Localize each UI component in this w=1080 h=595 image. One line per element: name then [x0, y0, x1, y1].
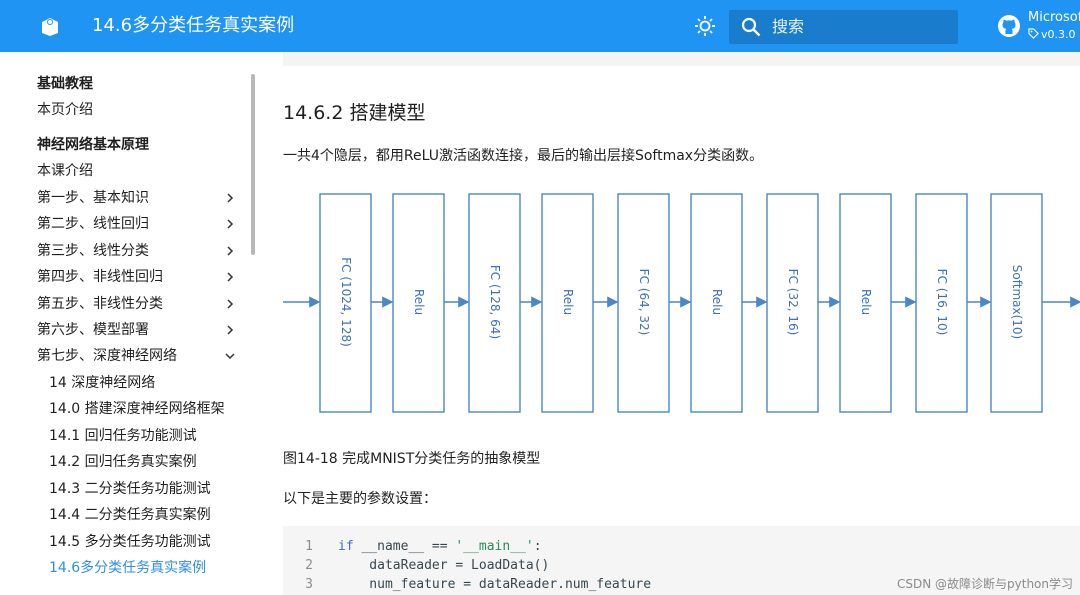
sidebar-item-step2[interactable]: 第二步、线性回归 — [37, 216, 149, 232]
diagram-block-box — [839, 193, 892, 413]
sidebar-subitem-14-3[interactable]: 14.3 二分类任务功能测试 — [49, 481, 211, 497]
code-token: '__main__' — [455, 539, 534, 554]
figure-caption: 图14-18 完成MNIST分类任务的抽象模型 — [283, 451, 541, 467]
repo-name[interactable]: Microsof — [1028, 10, 1080, 25]
sidebar-subitem-14-6-active[interactable]: 14.6多分类任务真实案例 — [49, 560, 207, 576]
sidebar-nav: 基础教程 本页介绍 神经网络基本原理 本课介绍 第一步、基本知识 第二步、线性回… — [0, 52, 270, 595]
repo-version-label: v0.3.0 — [1041, 28, 1076, 41]
diagram-block-label: FC (32, 16) — [786, 269, 800, 336]
sidebar-item-step3[interactable]: 第三步、线性分类 — [37, 243, 149, 259]
chevron-right-icon[interactable] — [225, 325, 235, 335]
code-token: num_feature = dataReader.num_feature — [338, 577, 652, 592]
watermark: CSDN @故障诊断与python学习 — [897, 577, 1074, 591]
code-line: if __name__ == '__main__': — [338, 539, 542, 555]
tag-icon — [1028, 28, 1039, 39]
search-icon — [741, 17, 761, 37]
search-placeholder[interactable]: 搜索 — [772, 17, 805, 36]
diagram-block-6: Relu — [690, 193, 743, 413]
diagram-block-box — [541, 193, 594, 413]
diagram-block-3: FC (128, 64) — [468, 193, 521, 413]
sidebar-item-page-intro[interactable]: 本页介绍 — [37, 102, 93, 118]
diagram-block-8: Relu — [839, 193, 892, 413]
chevron-right-icon[interactable] — [225, 272, 235, 282]
intro-paragraph: 一共4个隐层，都用ReLU激活函数连接，最后的输出层接Softmax分类函数。 — [283, 148, 764, 164]
chevron-right-icon[interactable] — [225, 299, 235, 309]
code-line-number: 2 — [305, 558, 313, 573]
code-block[interactable]: 1 if __name__ == '__main__': 2 dataReader … — [283, 526, 1080, 595]
diagram-block-5: FC (64, 32) — [617, 193, 670, 413]
sidebar-item-course-intro[interactable]: 本课介绍 — [37, 163, 93, 179]
page-title: 14.6多分类任务真实案例 — [92, 15, 295, 36]
diagram-block-box — [690, 193, 743, 413]
diagram-block-label: Relu — [561, 289, 575, 315]
diagram-block-label: FC (64, 32) — [637, 269, 651, 336]
chevron-right-icon[interactable] — [225, 219, 235, 229]
chevron-right-icon[interactable] — [225, 193, 235, 203]
diagram-block-2: Relu — [392, 193, 445, 413]
diagram-block-label: Relu — [859, 289, 873, 315]
diagram-block-box — [319, 193, 372, 413]
sidebar-item-step4[interactable]: 第四步、非线性回归 — [37, 269, 163, 285]
sidebar-subitem-14[interactable]: 14 深度神经网络 — [49, 375, 156, 391]
github-icon[interactable] — [997, 14, 1021, 38]
search-box[interactable]: 搜索 — [729, 10, 958, 44]
repo-version: v0.3.0 — [1028, 28, 1076, 42]
model-architecture-diagram: FC (1024, 128) Relu FC (128, 64) Relu FC (64… — [283, 193, 1080, 413]
sidebar-subitem-14-0[interactable]: 14.0 搭建深度神经网络框架 — [49, 401, 225, 417]
diagram-block-label: Relu — [412, 289, 426, 315]
code-line-number: 1 — [305, 539, 313, 554]
previous-code-block-edge — [283, 52, 1080, 66]
diagram-blocks: FC (1024, 128) Relu FC (128, 64) Relu FC (64… — [319, 193, 1043, 413]
code-line-number: 3 — [305, 577, 313, 592]
code-line: dataReader = LoadData() — [338, 558, 549, 574]
chevron-right-icon[interactable] — [225, 246, 235, 256]
sidebar-subitem-14-5[interactable]: 14.5 多分类任务功能测试 — [49, 534, 211, 550]
diagram-block-box — [915, 193, 968, 413]
sidebar-heading-basics[interactable]: 基础教程 — [37, 76, 93, 92]
diagram-block-4: Relu — [541, 193, 594, 413]
sidebar-item-step5[interactable]: 第五步、非线性分类 — [37, 296, 163, 312]
theme-toggle-icon[interactable] — [694, 15, 716, 37]
sidebar-item-step1[interactable]: 第一步、基本知识 — [37, 190, 149, 206]
params-intro: 以下是主要的参数设置： — [283, 491, 437, 507]
diagram-block-box — [392, 193, 445, 413]
diagram-block-1: FC (1024, 128) — [319, 193, 372, 413]
diagram-block-9: FC (16, 10) — [915, 193, 968, 413]
code-token: __name__ == — [361, 539, 456, 554]
diagram-block-label: FC (16, 10) — [935, 269, 949, 336]
top-app-bar: 14.6多分类任务真实案例 搜索 Microsof v0.3.0 — [0, 0, 1080, 52]
sidebar-scrollbar[interactable] — [251, 74, 255, 255]
diagram-block-10: Softmax(10) — [990, 193, 1043, 413]
diagram-block-7: FC (32, 16) — [766, 193, 819, 413]
code-token: : — [533, 539, 542, 554]
sidebar-subitem-14-4[interactable]: 14.4 二分类任务真实案例 — [49, 507, 211, 523]
book-logo-icon[interactable] — [38, 14, 62, 38]
diagram-block-box — [990, 193, 1043, 413]
sidebar-heading-nn-principles[interactable]: 神经网络基本原理 — [37, 137, 149, 153]
diagram-block-label: Relu — [710, 289, 724, 315]
diagram-block-box — [617, 193, 670, 413]
diagram-block-box — [766, 193, 819, 413]
code-token: dataReader = LoadData() — [338, 558, 550, 573]
sidebar-subitem-14-2[interactable]: 14.2 回归任务真实案例 — [49, 454, 197, 470]
sidebar-subitem-14-1[interactable]: 14.1 回归任务功能测试 — [49, 428, 197, 444]
diagram-block-label: FC (128, 64) — [488, 265, 502, 339]
sidebar-item-step7[interactable]: 第七步、深度神经网络 — [37, 348, 177, 364]
sidebar-item-step6[interactable]: 第六步、模型部署 — [37, 322, 149, 338]
chevron-down-icon[interactable] — [225, 351, 235, 361]
code-line: num_feature = dataReader.num_feature — [338, 577, 651, 593]
section-heading: 14.6.2 搭建模型 — [283, 102, 426, 124]
code-token: if — [338, 539, 362, 554]
diagram-block-box — [468, 193, 521, 413]
diagram-block-label: Softmax(10) — [1010, 265, 1024, 339]
diagram-block-label: FC (1024, 128) — [339, 257, 353, 347]
